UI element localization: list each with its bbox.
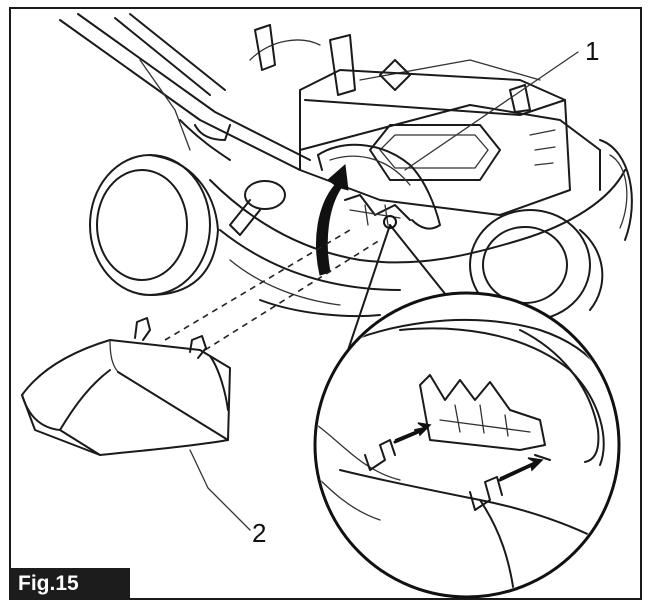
mower-deck [209, 24, 626, 318]
lift-arrow-icon [315, 163, 349, 276]
rear-wheel [599, 139, 633, 241]
discharge-guard [21, 317, 231, 456]
detail-view [313, 291, 621, 599]
handle-bars [59, 13, 311, 171]
engine [299, 59, 571, 216]
leader-lines [189, 51, 579, 531]
rear-flap [317, 143, 441, 230]
figure-tag: Fig.15 [10, 568, 130, 600]
callout-1: 1 [585, 36, 600, 66]
alignment-dashes [164, 229, 381, 351]
left-wheel [89, 154, 219, 296]
callout-2: 2 [252, 518, 267, 548]
height-lever [229, 180, 286, 236]
